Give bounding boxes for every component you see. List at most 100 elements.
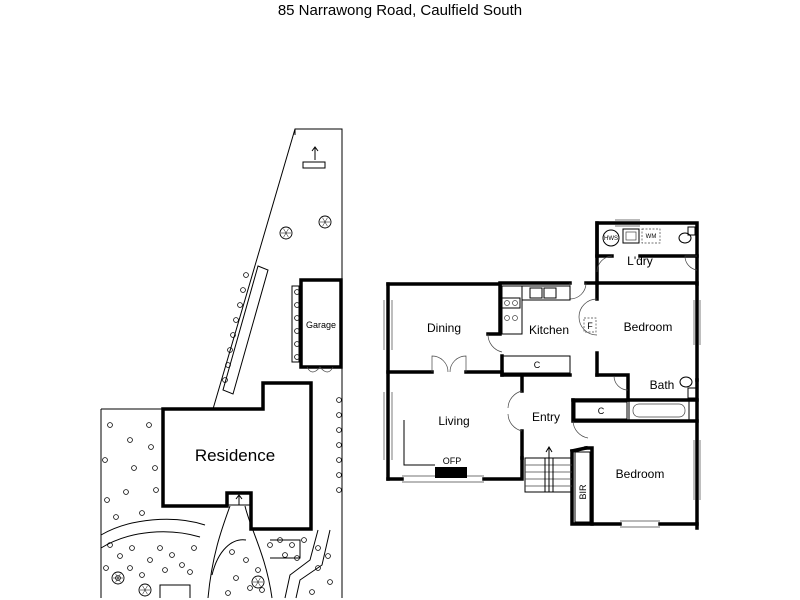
fireplace [435,467,467,478]
shrub [157,545,163,551]
shrub [146,422,152,428]
shrub [294,328,300,334]
tree [138,583,152,597]
tree-detail [115,573,119,579]
garden-shrubs [102,215,342,597]
tree-detail [322,217,326,223]
tree [111,571,125,585]
room-bath: Bath [650,378,675,392]
shrub [233,317,239,323]
shrub [294,341,300,347]
shrub [327,579,333,585]
hall-cupboard-label: C [598,406,605,416]
shrub [294,289,300,295]
shrub [148,444,154,450]
shrub [315,545,321,551]
room-bedroom-1: Bedroom [624,320,673,334]
shrub [225,362,231,368]
shrub [336,397,342,403]
tree-detail [142,589,146,595]
tree [279,226,293,240]
garage [299,278,343,369]
tree-detail [117,573,121,579]
tree-detail [283,228,287,234]
house-floor-plan: C F C HWS WM OFP BIR [383,219,701,530]
windows [383,219,701,528]
shrub [152,465,158,471]
shrub [147,557,153,563]
garage-label: Garage [306,320,336,330]
shrub [243,272,249,278]
room-dining: Dining [427,321,461,335]
room-laundry: L'dry [627,254,653,268]
shrub [104,497,110,503]
shrub [225,590,231,596]
shrub [294,302,300,308]
shrub [113,514,119,520]
shrub [179,562,185,568]
shrub [325,553,331,559]
shrub [187,569,193,575]
shrub [139,572,145,578]
bath-fixtures [628,376,697,421]
shrub [191,545,197,551]
shrub [301,537,307,543]
shrub [237,302,243,308]
fireplace-label: OFP [443,456,462,466]
tree-detail [255,577,259,583]
tree-detail [255,581,259,587]
shrub [139,510,145,516]
shrub [107,542,113,548]
shrub [230,332,236,338]
hot-water-label: HWS [604,236,618,242]
shrub [315,565,321,571]
shrub [129,545,135,551]
shrub [336,457,342,463]
residence [161,381,313,531]
shrub [127,437,133,443]
tree-detail [117,577,121,583]
kitchen-cupboard-label: C [534,360,541,370]
laundry-fixtures [602,226,696,247]
washing-machine-label: WM [646,234,657,240]
tree-detail [257,577,261,583]
shrub [309,589,315,595]
page-title: 85 Narrawong Road, Caulfield South [278,2,522,19]
room-entry: Entry [532,410,560,424]
tree-detail [115,577,119,583]
room-kitchen: Kitchen [529,323,569,337]
shrub [259,587,265,593]
shrub [240,287,246,293]
shrub [169,552,175,558]
tree-detail [144,589,148,595]
shrub [127,565,133,571]
shrub [336,442,342,448]
shrub [255,567,261,573]
kitchen-fixtures [501,285,597,374]
shrub [289,542,295,548]
tree-detail [144,585,148,591]
door-swings [431,255,698,439]
tree-detail [322,221,326,227]
shrub [162,567,168,573]
shrub [336,427,342,433]
shrub [336,412,342,418]
tree-detail [285,228,289,234]
shrub [336,487,342,493]
tree-detail [142,585,146,591]
shrub [243,557,249,563]
shrub [282,552,288,558]
shrub [153,487,159,493]
shrub [227,347,233,353]
residence-label: Residence [195,446,275,465]
room-living: Living [438,414,469,428]
tree-detail [257,581,261,587]
shrub [277,537,283,543]
tree [251,575,265,589]
tree-detail [324,217,328,223]
shrub [247,585,253,591]
shrub [336,472,342,478]
shrub [294,354,300,360]
shrub [103,565,109,571]
